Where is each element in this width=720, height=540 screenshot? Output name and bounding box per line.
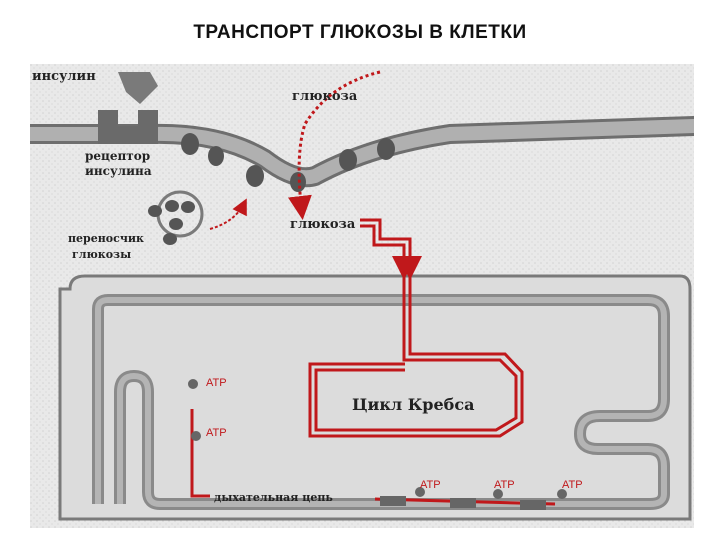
- diagram-title: ТРАНСПОРТ ГЛЮКОЗЫ В КЛЕТКИ: [193, 22, 527, 43]
- glucose-transport-diagram: инсулин глюкоза рецептор инсулина перено…: [20, 64, 704, 528]
- carriers-label-line2: глюкозы: [72, 248, 131, 261]
- atp-label-5: ATP: [562, 479, 583, 491]
- atp-label-2: ATP: [206, 427, 227, 439]
- carrier-translocation-arrow: [209, 198, 247, 230]
- glucose-inside-label: глюкоза: [290, 217, 356, 232]
- carriers-label-line1: переносчик: [68, 232, 144, 245]
- membrane-proteins: [181, 133, 395, 192]
- insulin-molecule: [118, 72, 158, 104]
- atp-label-1: ATP: [206, 377, 227, 389]
- mitochondrion-outer-membrane: [58, 274, 692, 521]
- atp-label-4: ATP: [494, 479, 515, 491]
- glucose-entry-arrow: [287, 70, 381, 220]
- insulin-label: инсулин: [32, 69, 96, 84]
- glucose-carriers: [148, 190, 204, 245]
- atp-label-3: ATP: [420, 479, 441, 491]
- glucose-outside-label: глюкоза: [292, 89, 358, 104]
- insulin-receptor: [98, 110, 158, 144]
- atp-synthase-complexes: [188, 379, 567, 510]
- krebs-cycle-label: Цикл Кребса: [352, 395, 474, 414]
- respiratory-chain-label: дыхательная цепь: [214, 491, 333, 504]
- receptor-label-line2: инсулина: [85, 164, 152, 178]
- diagram-stage: инсулин глюкоза рецептор инсулина перено…: [20, 64, 704, 528]
- receptor-label-line1: рецептор: [85, 149, 150, 163]
- glucose-pathway: [308, 218, 524, 438]
